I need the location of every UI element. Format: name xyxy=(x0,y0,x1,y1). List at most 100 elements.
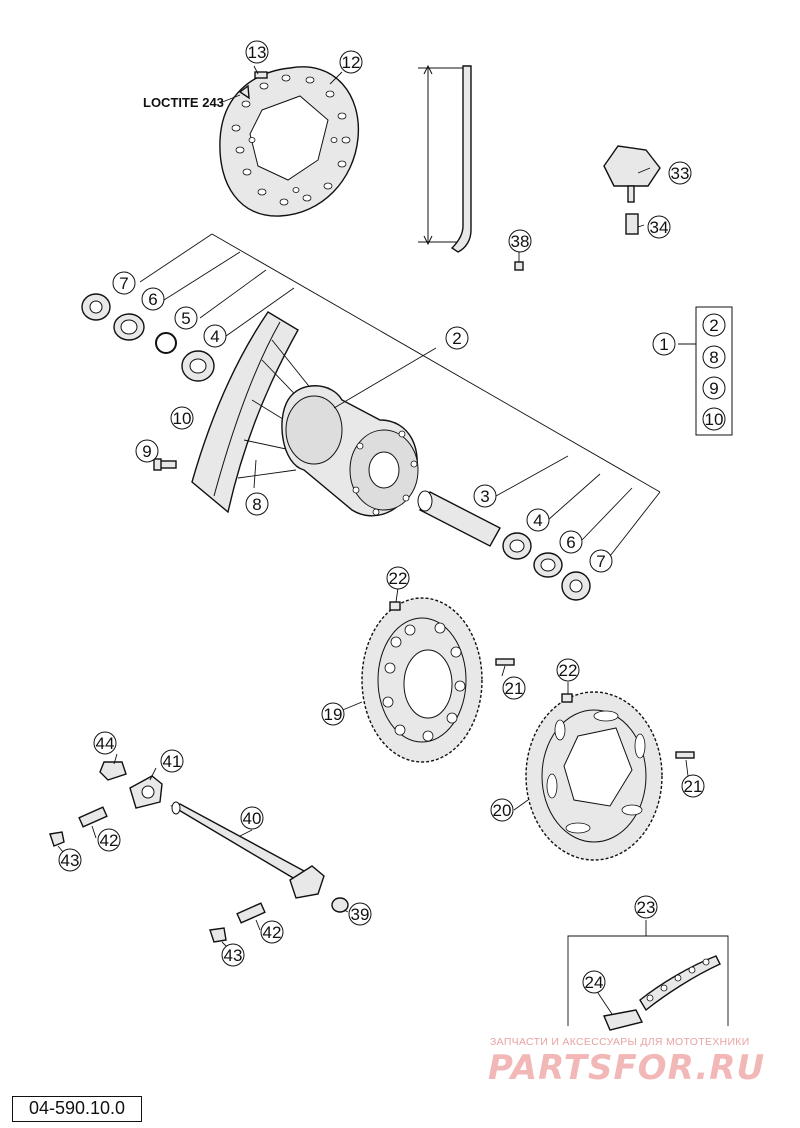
callout-7-left: 7 xyxy=(112,271,136,295)
svg-text:13: 13 xyxy=(248,43,267,62)
callout-4-right: 4 xyxy=(526,508,550,532)
callout-23: 23 xyxy=(634,895,658,919)
callout-6-left: 6 xyxy=(141,287,165,311)
callout-8: 8 xyxy=(245,492,269,516)
nipple xyxy=(514,261,524,271)
chain-link xyxy=(603,1009,644,1031)
sprocket-steel xyxy=(525,691,663,861)
bearing-right xyxy=(502,532,532,560)
sprocket-aluminium xyxy=(361,597,483,763)
chain-adjuster-left xyxy=(129,775,163,809)
circlip-left xyxy=(155,332,177,354)
callout-39: 39 xyxy=(348,902,372,926)
callout-21-b: 21 xyxy=(681,774,705,798)
adjuster-nut-right xyxy=(209,927,227,943)
axle-nut xyxy=(99,761,127,781)
seal-left xyxy=(113,313,145,341)
rim xyxy=(191,311,299,514)
svg-text:24: 24 xyxy=(585,973,604,992)
callout-4-left: 4 xyxy=(203,324,227,348)
svg-text:7: 7 xyxy=(596,552,605,571)
svg-text:38: 38 xyxy=(511,232,530,251)
callout-7-right: 7 xyxy=(589,549,613,573)
svg-text:21: 21 xyxy=(505,679,524,698)
svg-text:40: 40 xyxy=(243,809,262,828)
hub xyxy=(281,385,419,517)
callout-34: 34 xyxy=(647,215,671,239)
brake-disc xyxy=(219,66,360,217)
sprocket-bolt-2 xyxy=(675,751,695,759)
callout-20: 20 xyxy=(490,798,514,822)
svg-text:10: 10 xyxy=(705,410,724,429)
callout-41: 41 xyxy=(160,749,184,773)
callout-6-right: 6 xyxy=(559,530,583,554)
callout-21-a: 21 xyxy=(502,676,526,700)
bearing-left xyxy=(181,350,215,382)
callout-3: 3 xyxy=(473,484,497,508)
svg-text:6: 6 xyxy=(148,290,157,309)
callout-22-b: 22 xyxy=(556,658,580,682)
callout-24: 24 xyxy=(582,970,606,994)
svg-text:43: 43 xyxy=(61,851,80,870)
axle-spacer xyxy=(331,897,349,913)
svg-text:42: 42 xyxy=(263,923,282,942)
svg-text:43: 43 xyxy=(224,946,243,965)
callout-5: 5 xyxy=(174,306,198,330)
loctite-label: LOCTITE 243 xyxy=(143,95,224,110)
wheel-axle xyxy=(170,801,325,899)
sprocket-bolt xyxy=(495,658,515,666)
drive-chain xyxy=(639,955,721,1012)
svg-text:7: 7 xyxy=(119,274,128,293)
diagram-code: 04-590.10.0 xyxy=(12,1096,142,1122)
svg-text:9: 9 xyxy=(142,442,151,461)
adjuster-nut-left xyxy=(49,831,65,847)
callout-43-b: 43 xyxy=(221,943,245,967)
kit-item-2: 2 xyxy=(702,313,726,337)
svg-text:22: 22 xyxy=(389,569,408,588)
callout-42-b: 42 xyxy=(260,920,284,944)
callout-13: 13 xyxy=(245,40,269,64)
disc-bolt xyxy=(238,71,268,100)
svg-text:33: 33 xyxy=(671,164,690,183)
chain-box-leader xyxy=(567,920,729,1026)
svg-text:34: 34 xyxy=(650,218,669,237)
callout-43-a: 43 xyxy=(58,848,82,872)
spacer-right xyxy=(561,571,591,601)
svg-text:1: 1 xyxy=(659,335,668,354)
callout-12: 12 xyxy=(339,50,363,74)
kit-item-8: 8 xyxy=(702,345,726,369)
svg-text:3: 3 xyxy=(480,487,489,506)
callout-19: 19 xyxy=(321,702,345,726)
sprocket-nut xyxy=(389,601,401,611)
svg-text:2: 2 xyxy=(709,316,718,335)
distance-sleeve xyxy=(417,490,501,547)
svg-text:20: 20 xyxy=(493,801,512,820)
callout-1: 1 xyxy=(652,332,676,356)
svg-text:19: 19 xyxy=(324,705,343,724)
spacer-left xyxy=(81,293,111,321)
callout-38: 38 xyxy=(508,229,532,253)
callout-33: 33 xyxy=(668,161,692,185)
svg-text:4: 4 xyxy=(533,511,542,530)
svg-text:6: 6 xyxy=(566,533,575,552)
seal-right xyxy=(533,552,563,578)
kit-item-9: 9 xyxy=(702,376,726,400)
assembly-guide-lines xyxy=(139,233,661,557)
kit-box xyxy=(678,306,733,436)
callout-2: 2 xyxy=(445,326,469,350)
svg-text:41: 41 xyxy=(163,752,182,771)
svg-text:39: 39 xyxy=(351,905,370,924)
callout-9: 9 xyxy=(135,439,159,463)
kit-item-10: 10 xyxy=(702,407,726,431)
callout-22-a: 22 xyxy=(386,566,410,590)
svg-text:9: 9 xyxy=(709,379,718,398)
svg-text:23: 23 xyxy=(637,898,656,917)
sprocket-nut-2 xyxy=(561,693,573,703)
callout-40: 40 xyxy=(240,806,264,830)
svg-text:8: 8 xyxy=(709,348,718,367)
svg-text:12: 12 xyxy=(342,53,361,72)
watermark-tagline: ЗАПЧАСТИ И АКСЕССУАРЫ ДЛЯ МОТОТЕХНИКИ xyxy=(490,1036,750,1048)
rim-lock-bolt xyxy=(153,458,177,471)
spoke xyxy=(418,64,472,253)
